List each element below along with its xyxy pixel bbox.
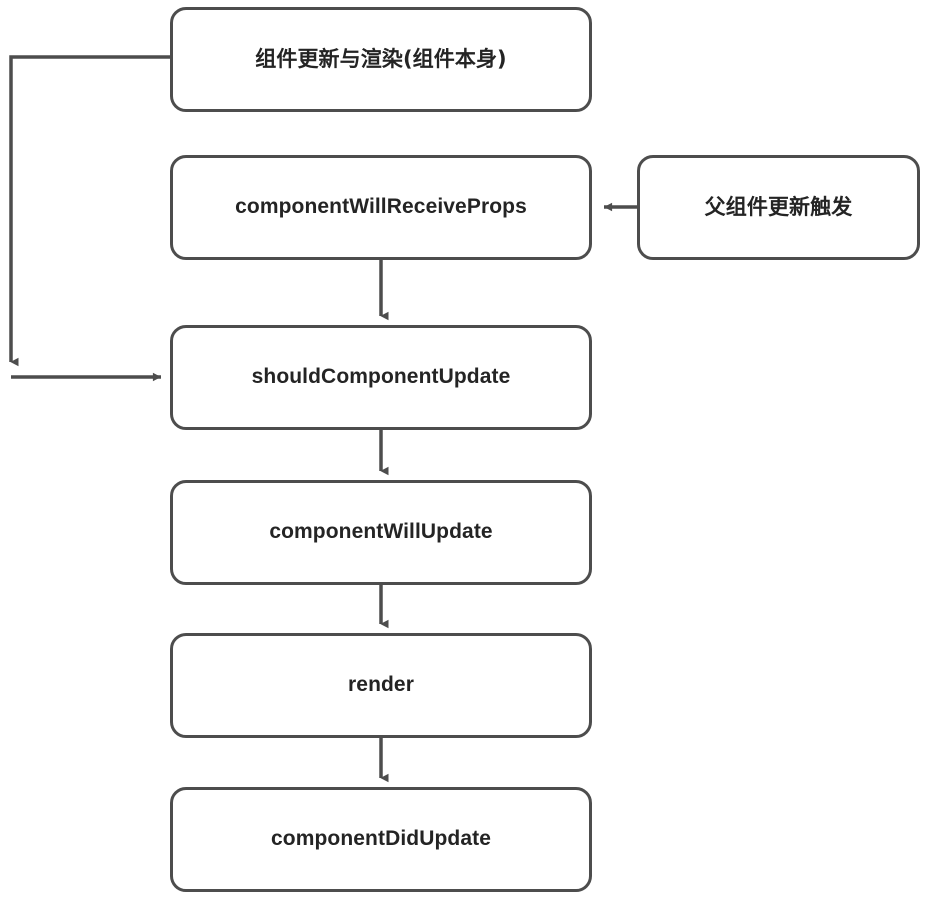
- edge-update-render-to-should-update: [9, 55, 170, 382]
- node-component-will-receive-props[interactable]: componentWillReceiveProps: [170, 155, 592, 260]
- node-label: render: [348, 673, 414, 697]
- node-component-update-and-render[interactable]: 组件更新与渲染(组件本身): [170, 7, 592, 112]
- node-component-did-update[interactable]: componentDidUpdate: [170, 787, 592, 892]
- node-label: componentWillUpdate: [269, 520, 493, 544]
- node-should-component-update[interactable]: shouldComponentUpdate: [170, 325, 592, 430]
- node-render[interactable]: render: [170, 633, 592, 738]
- node-label: 父组件更新触发: [704, 195, 853, 220]
- node-parent-component-update-trigger[interactable]: 父组件更新触发: [637, 155, 920, 260]
- node-label: componentDidUpdate: [271, 827, 491, 851]
- node-label: componentWillReceiveProps: [235, 195, 527, 219]
- node-label: shouldComponentUpdate: [251, 365, 511, 389]
- node-label: 组件更新与渲染(组件本身): [255, 47, 507, 72]
- node-component-will-update[interactable]: componentWillUpdate: [170, 480, 592, 585]
